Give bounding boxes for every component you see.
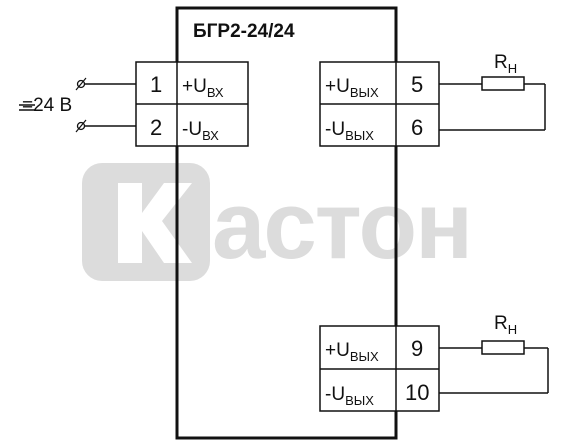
watermark-k-glyph bbox=[118, 183, 192, 263]
terminal-label-10: -UВЫХ bbox=[325, 384, 374, 408]
load-resistor-2-label: RН bbox=[494, 313, 517, 337]
device-body bbox=[175, 6, 398, 440]
output-terminal-block-2: +UВЫХ -UВЫХ 9 10 bbox=[319, 325, 440, 412]
load-circuit-2: RН bbox=[439, 313, 549, 394]
terminal-number-6: 6 bbox=[411, 115, 423, 140]
watermark-logo: астон bbox=[82, 163, 473, 281]
load-resistor-1-label: RН bbox=[494, 52, 517, 76]
input-terminal-block: 1 2 +UВХ -UВХ bbox=[135, 61, 249, 147]
load-resistor-2 bbox=[481, 340, 525, 355]
output-terminal-block-1: +UВЫХ -UВЫХ 5 6 bbox=[319, 61, 440, 147]
terminal-label-1: +UВХ bbox=[182, 76, 224, 100]
supply-voltage-label: =24 В bbox=[22, 95, 72, 116]
load-resistor-1 bbox=[481, 76, 525, 91]
terminal-number-5: 5 bbox=[411, 72, 423, 97]
terminal-label-5: +UВЫХ bbox=[325, 76, 379, 100]
terminal-label-2: -UВХ bbox=[182, 119, 219, 143]
terminal-number-2: 2 bbox=[150, 115, 162, 140]
device-title: БГР2-24/24 bbox=[193, 21, 295, 42]
load-circuit-1: RН bbox=[439, 52, 546, 131]
terminal-number-1: 1 bbox=[150, 72, 162, 97]
terminal-number-9: 9 bbox=[411, 336, 423, 361]
supply-wiring: =24 В bbox=[19, 77, 136, 133]
terminal-label-6: -UВЫХ bbox=[325, 119, 374, 143]
watermark-text: астон bbox=[212, 172, 471, 279]
terminal-label-9: +UВЫХ bbox=[325, 340, 379, 364]
terminal-number-10: 10 bbox=[405, 380, 429, 405]
